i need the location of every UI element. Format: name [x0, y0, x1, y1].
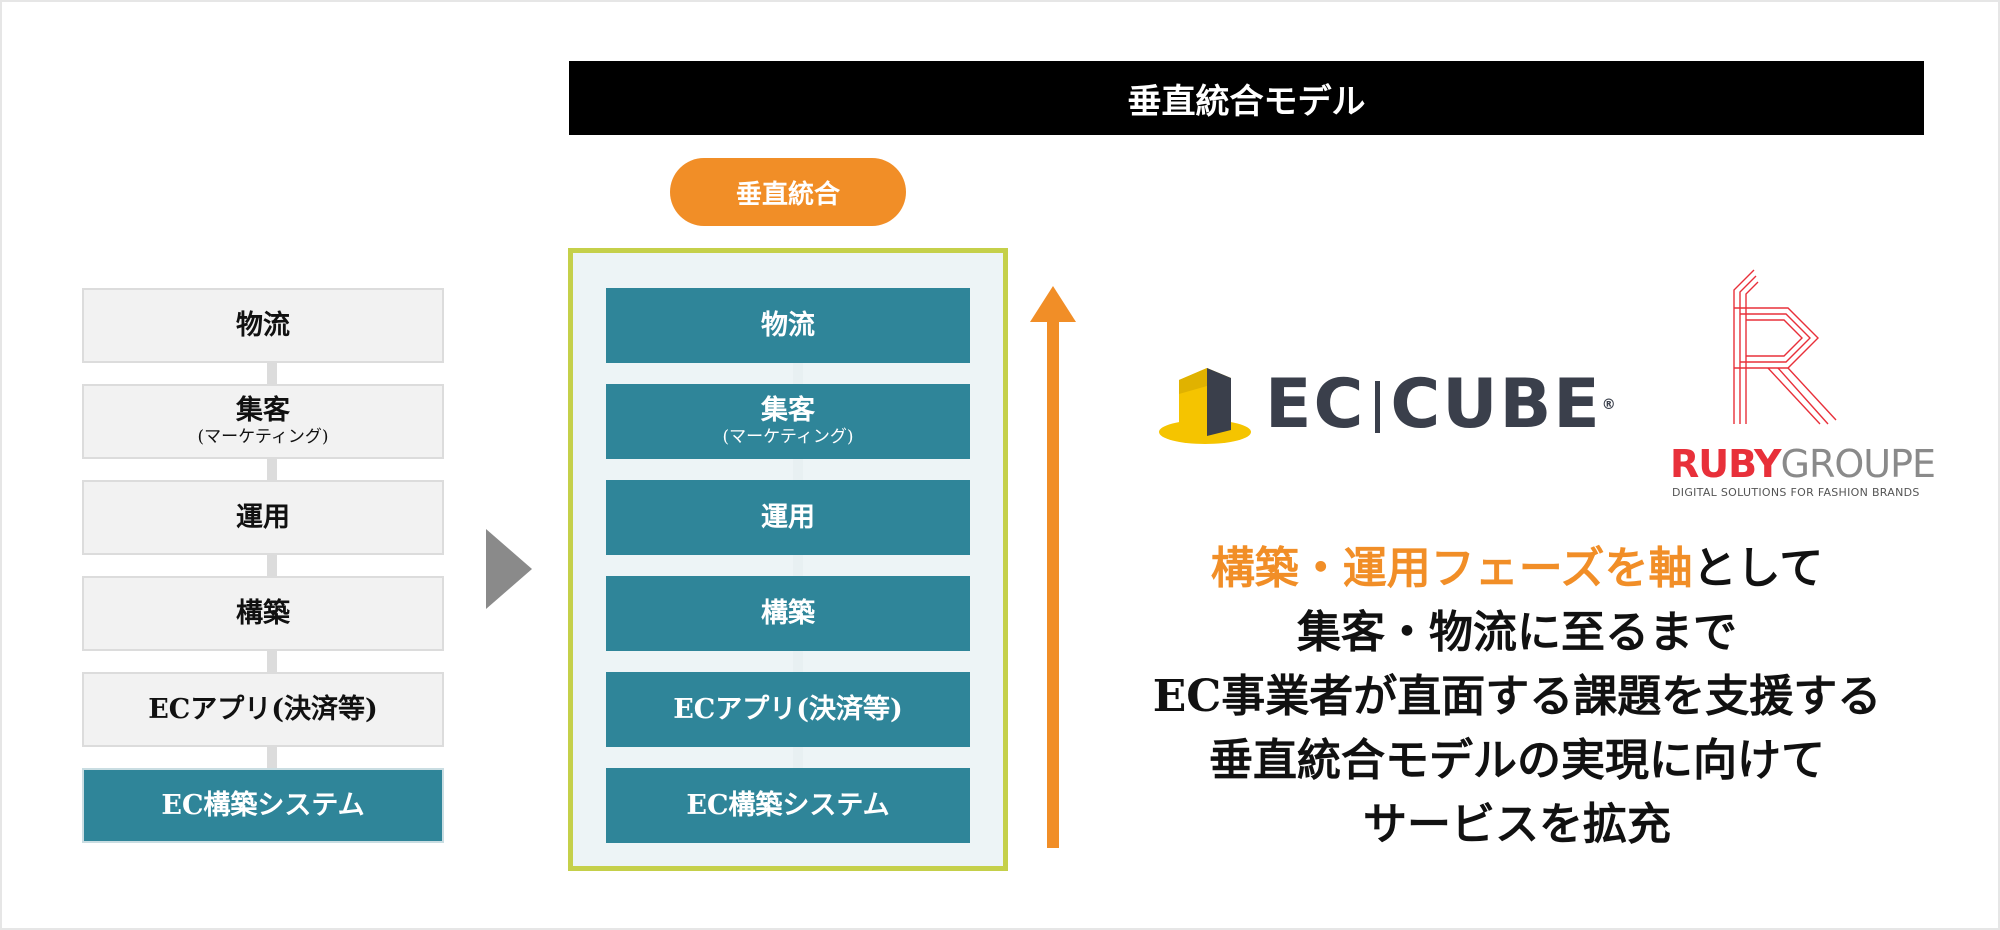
- integrated-layer-ec-system: EC構築システム: [606, 768, 970, 843]
- ruby-name-gray: GROUPE: [1780, 442, 1936, 486]
- left-layer-logistics: 物流: [82, 288, 444, 363]
- eccube-text-cube: CUBE: [1390, 365, 1602, 444]
- message-line-1: 構築・運用フェーズを軸として: [1152, 537, 1882, 601]
- left-connector: [267, 651, 277, 673]
- integrated-layer-build: 構築: [606, 576, 970, 651]
- layer-label: 物流: [236, 309, 290, 341]
- ruby-tagline: DIGITAL SOLUTIONS FOR FASHION BRANDS: [1672, 486, 1920, 499]
- transition-arrow-icon: [486, 529, 532, 609]
- ruby-r-emblem-icon: [1733, 269, 1837, 425]
- integrated-connector: [793, 651, 803, 673]
- left-connector: [267, 363, 277, 385]
- eccube-divider: [1375, 381, 1381, 433]
- layer-label: 集客: [761, 395, 815, 427]
- integrated-layer-logistics: 物流: [606, 288, 970, 363]
- left-layer-build: 構築: [82, 576, 444, 651]
- layer-sublabel: (マーケティング): [722, 427, 854, 448]
- message-line-1-rest: として: [1692, 543, 1824, 594]
- message-line-4: 垂直統合モデルの実現に向けて: [1209, 735, 1825, 786]
- layer-label: EC構築システム: [686, 789, 890, 821]
- layer-label: 運用: [236, 501, 290, 533]
- model-title-bar: 垂直統合モデル: [569, 61, 1924, 135]
- left-connector: [267, 747, 277, 769]
- layer-label: 構築: [761, 597, 815, 629]
- eccube-logo: EC CUBE®: [1157, 362, 1627, 452]
- layer-label: 物流: [761, 309, 815, 341]
- layer-label: 集客: [236, 395, 290, 427]
- registered-mark: ®: [1601, 397, 1618, 413]
- left-layer-ec-system: EC構築システム: [82, 768, 444, 843]
- integrated-layer-operation: 運用: [606, 480, 970, 555]
- message-line-5: サービスを拡充: [1363, 799, 1671, 850]
- integrated-connector: [793, 555, 803, 577]
- layer-label: EC構築システム: [161, 789, 365, 821]
- message-line-3: EC事業者が直面する課題を支援する: [1152, 671, 1882, 722]
- left-connector: [267, 555, 277, 577]
- ruby-groupe-logo: RUBYGROUPE DIGITAL SOLUTIONS FOR FASHION…: [1662, 264, 1936, 504]
- message-line-2: 集客・物流に至るまで: [1297, 607, 1737, 658]
- integrated-connector: [793, 459, 803, 481]
- layer-sublabel: (マーケティング): [197, 427, 329, 448]
- upward-arrow-icon: [1030, 286, 1076, 848]
- left-layer-operation: 運用: [82, 480, 444, 555]
- ruby-name-red: RUBY: [1670, 442, 1782, 486]
- integrated-layer-marketing: 集客 (マーケティング): [606, 384, 970, 459]
- eccube-cube-icon: [1159, 368, 1251, 444]
- pill-label: 垂直統合: [735, 179, 840, 210]
- message-accent: 構築・運用フェーズを軸: [1210, 543, 1693, 594]
- left-layer-ec-app: ECアプリ(決済等): [82, 672, 444, 747]
- layer-label: 構築: [236, 597, 290, 629]
- left-layer-marketing: 集客 (マーケティング): [82, 384, 444, 459]
- layer-label: ECアプリ(決済等): [673, 693, 903, 725]
- service-expansion-message: 構築・運用フェーズを軸として 集客・物流に至るまで EC事業者が直面する課題を支…: [1152, 537, 1882, 857]
- model-title: 垂直統合モデル: [1127, 81, 1366, 122]
- layer-label: 運用: [761, 501, 815, 533]
- left-connector: [267, 459, 277, 481]
- integrated-layer-ec-app: ECアプリ(決済等): [606, 672, 970, 747]
- integrated-connector: [793, 363, 803, 385]
- vertical-integration-pill: 垂直統合: [670, 158, 906, 226]
- eccube-text-ec: EC: [1265, 365, 1366, 444]
- integrated-connector: [793, 747, 803, 769]
- layer-label: ECアプリ(決済等): [148, 693, 378, 725]
